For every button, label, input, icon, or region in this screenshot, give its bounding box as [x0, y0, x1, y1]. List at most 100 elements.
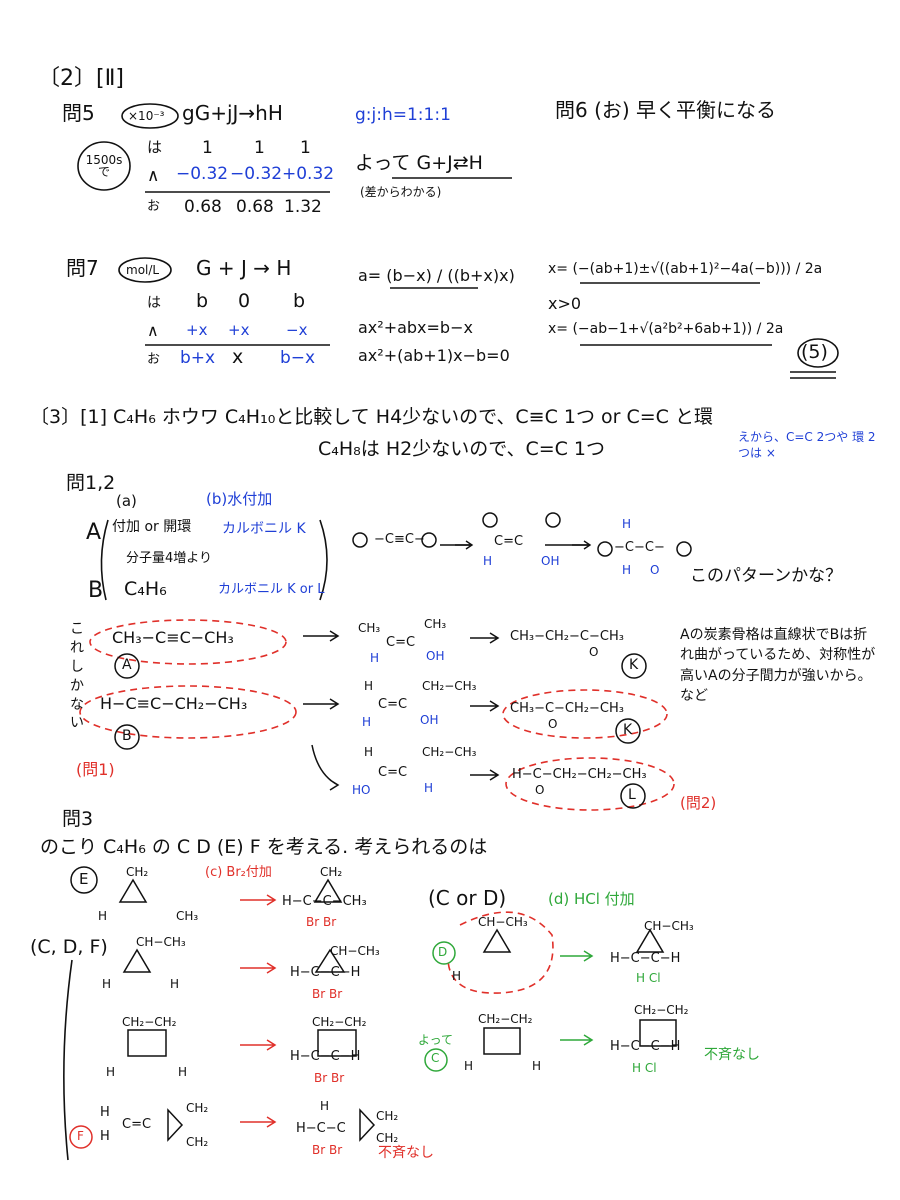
hcl-label: (d) HCl 付加 — [548, 890, 635, 908]
q7-sol-2: x>0 — [548, 294, 582, 313]
struct-C1: H — [170, 977, 180, 991]
enol-B: C=C — [378, 697, 408, 712]
struct-D-hcl: H Cl — [636, 971, 661, 985]
struct-F-br: CH₂ — [376, 1131, 399, 1145]
q3-label: 問3 — [62, 808, 94, 830]
q7-cell: x — [232, 346, 244, 368]
q5-cell: +0.32 — [282, 164, 335, 184]
struct-D: H — [452, 969, 462, 983]
struct-F-br: H — [320, 1099, 330, 1113]
struct-D: CH−CH₃ — [478, 915, 528, 929]
q7-row-label: お — [147, 352, 161, 367]
s3-line2: C₄H₈は H2少ないので、C=C 1つ — [318, 438, 606, 460]
q5-cell: 1 — [202, 138, 213, 158]
q7-cell: +x — [228, 321, 250, 339]
product-L: H−C−CH₂−CH₂−CH₃ — [512, 767, 647, 782]
pattern-formula: H — [483, 554, 493, 568]
q6-text: 問6 (お) 早く平衡になる — [555, 98, 777, 122]
enol-A: OH — [426, 649, 445, 663]
q5-label: 問5 — [62, 101, 95, 125]
q5-conclusion: よって G+J⇄H — [355, 152, 483, 174]
pattern-formula: OH — [541, 554, 560, 568]
q12-A2: 分子量4増より — [126, 551, 213, 566]
struct-C1-br: Br Br — [312, 987, 343, 1001]
pattern-formula: O — [650, 563, 660, 577]
label-F: F — [77, 1129, 84, 1143]
q5-cell: 1.32 — [284, 197, 322, 217]
struct-C: H — [532, 1059, 542, 1073]
struct-C-hcl: H Cl — [632, 1061, 657, 1075]
q12-a: (a) — [116, 492, 137, 510]
label-K2: K — [623, 722, 633, 738]
q12-A: A — [86, 520, 102, 545]
br-label: (c) Br₂付加 — [205, 865, 272, 880]
q7-equation: G + J → H — [196, 256, 292, 280]
q7-cell: 0 — [238, 290, 251, 312]
q1-marker: (問1) — [76, 760, 115, 779]
explanation-note: Aの炭素骨格は直線状でBは折れ曲がっているため、対称性が高いAの分子間力が強いか… — [680, 627, 876, 704]
q7-cell: b — [293, 290, 306, 312]
q2-marker: (問2) — [680, 794, 717, 812]
pattern-caption: このパターンかな？ — [690, 566, 843, 586]
struct-C2-br: H−C−C−H — [290, 1049, 361, 1064]
product-K2: CH₃−C−CH₂−CH₃ — [510, 701, 624, 716]
product-K1: O — [589, 645, 599, 659]
enol-B2: HO — [352, 783, 371, 797]
enol-B2: C=C — [378, 765, 408, 780]
enol-B2: H — [364, 745, 374, 759]
struct-E-br: H−C−C−CH₃ — [282, 894, 367, 909]
struct-C1-br: H−C−C−H — [290, 965, 361, 980]
enol-B: H — [364, 679, 374, 693]
q7-sol-1: x= (−(ab+1)±√((ab+1)²−4a(−b))) / 2a — [548, 261, 823, 277]
q5-time: 1500s で — [85, 153, 123, 179]
struct-E: CH₃ — [176, 909, 199, 923]
product-K1: CH₃−CH₂−C−CH₃ — [510, 629, 624, 644]
label-L: L — [628, 787, 636, 803]
q7-eq-3: ax²+(ab+1)x−b=0 — [358, 346, 510, 365]
struct-F: C=C — [122, 1117, 152, 1132]
struct-D-hcl: H−C−C−H — [610, 951, 681, 966]
struct-F: H — [100, 1129, 110, 1144]
struct-C2-br: CH₂−CH₂ — [312, 1015, 367, 1029]
q5-unit: ×10⁻³ — [128, 109, 165, 123]
label-A: A — [122, 657, 132, 673]
label-D: D — [438, 945, 448, 959]
q7-answer: (5) — [801, 341, 828, 363]
c-or-d: (C or D) — [428, 886, 507, 910]
enol-B: OH — [420, 713, 439, 727]
q7-sol-3: x= (−ab−1+√(a²b²+6ab+1)) / 2a — [548, 321, 784, 337]
enol-B: CH₂−CH₃ — [422, 679, 477, 693]
fusei-green: 不斉なし — [704, 1047, 760, 1063]
c-d-f: (C, D, F) — [30, 936, 108, 958]
product-L: O — [535, 783, 545, 797]
q5-cell: −0.32 — [230, 164, 283, 184]
struct-C-hcl: H−C−C−H — [610, 1039, 681, 1054]
q5-cell: −0.32 — [176, 164, 229, 184]
enol-B: H — [362, 715, 372, 729]
struct-F-br: H−C−C — [296, 1121, 346, 1136]
struct-C2: H — [106, 1065, 116, 1079]
q7-cell: +x — [186, 321, 208, 339]
struct-F: H — [100, 1105, 110, 1120]
q7-eq-1: a= (b−x) / ((b+x)x) — [358, 266, 515, 285]
q12-A1: 付加 or 開環 — [112, 519, 192, 535]
q3-text: のこり C₄H₆ の C D (E) F を考える. 考えられるのは — [40, 836, 488, 858]
label-K1: K — [629, 657, 639, 673]
pattern-formula: −C−C− — [614, 540, 665, 555]
q7-cell: −x — [286, 321, 308, 339]
q5-cell: 1 — [300, 138, 311, 158]
s3-note: えから、C=C 2つや 環 2つは × — [738, 430, 876, 460]
struct-E: CH₂ — [126, 865, 149, 879]
section-header: 〔2〕[Ⅱ] — [38, 66, 124, 91]
label-B: B — [122, 728, 132, 744]
struct-E-br: CH₂ — [320, 865, 343, 879]
struct-C2-br: Br Br — [314, 1071, 345, 1085]
q7-row-label: ∧ — [147, 321, 159, 340]
struct-E-br: Br Br — [306, 915, 337, 929]
pattern-formula: H — [622, 563, 632, 577]
s3-line1: 〔3〕[1] C₄H₆ ホウワ C₄H₁₀と比較して H4少ないので、C≡C 1… — [30, 406, 713, 428]
q7-cell: b+x — [180, 348, 216, 368]
q5-cell: 0.68 — [236, 197, 274, 217]
q5-reason: (差からわかる) — [360, 185, 442, 199]
